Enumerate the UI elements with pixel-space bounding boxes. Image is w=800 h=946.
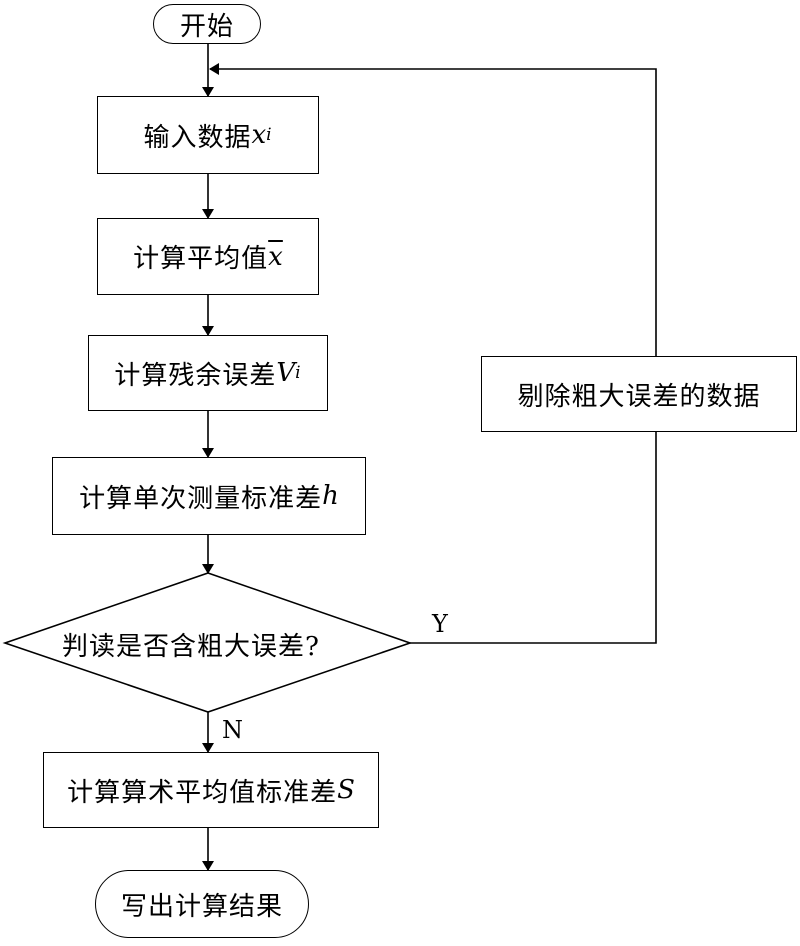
remove-outliers-box: 剔除粗大误差的数据: [481, 356, 797, 432]
decision-label: 判读是否含粗大误差?: [62, 632, 320, 662]
no-label: N: [222, 716, 243, 744]
input-data-label: 输入数据: [143, 122, 252, 153]
remove-outliers-label: 剔除粗大误差的数据: [517, 381, 761, 412]
mean-label: 计算平均值: [133, 244, 269, 274]
decision-diamond: [2, 572, 413, 713]
arith-var-s: S: [337, 775, 355, 805]
input-var-x: x: [251, 120, 267, 150]
residual-label: 计算残余误差: [114, 360, 277, 391]
input-var-sub: i: [266, 125, 273, 145]
residual-var-sub: i: [295, 363, 302, 383]
mean-var-xbar: x: [268, 241, 283, 272]
yes-label: Y: [432, 610, 448, 638]
start-terminal: 开始: [153, 4, 261, 44]
start-label: 开始: [179, 11, 234, 42]
stddev-label: 计算单次测量标准差: [79, 483, 323, 514]
line-decision-to-remove: [410, 432, 657, 644]
residual-var-v: V: [276, 358, 296, 388]
arrow-remove-loop-back: [209, 63, 657, 356]
end-label: 写出计算结果: [120, 891, 283, 922]
arith-stddev-label: 计算算术平均值标准差: [67, 777, 338, 808]
stddev-var-h: h: [322, 481, 339, 511]
end-terminal: 写出计算结果: [95, 870, 309, 938]
